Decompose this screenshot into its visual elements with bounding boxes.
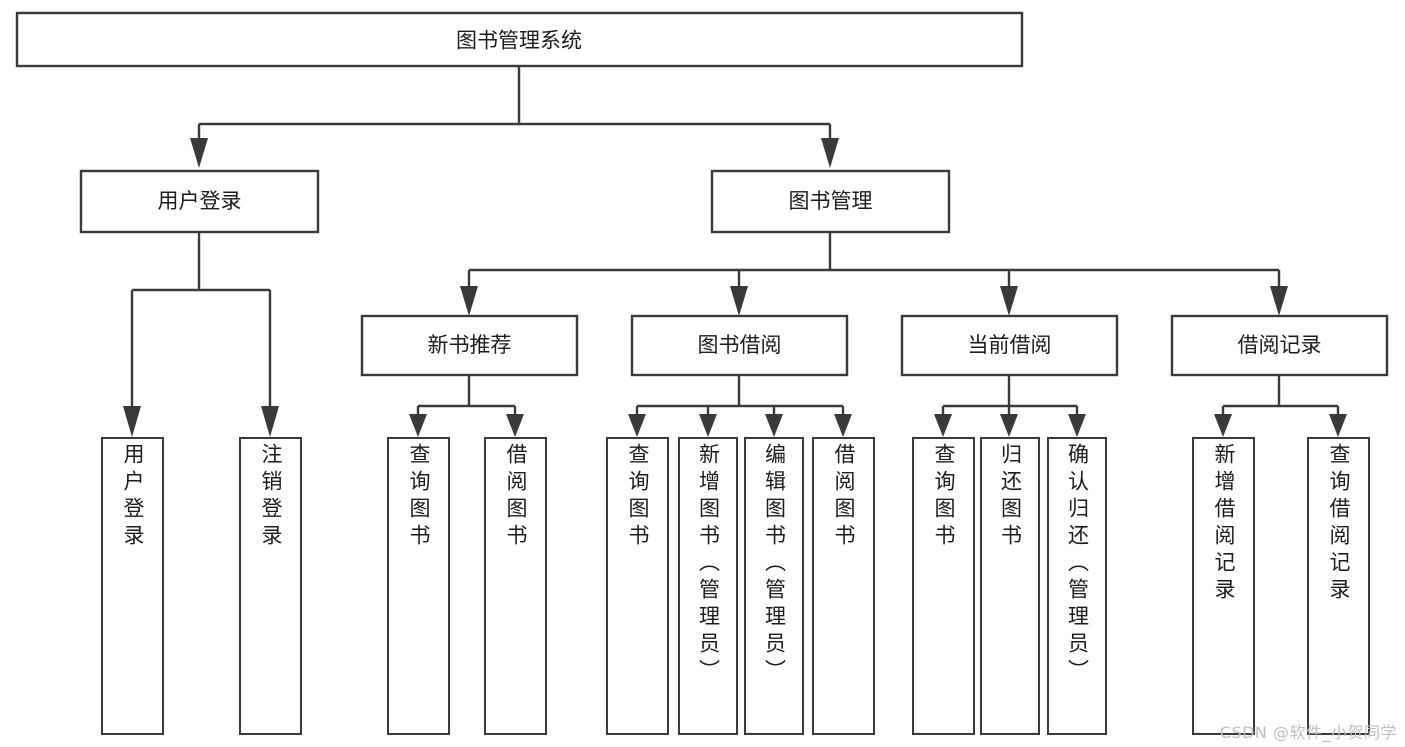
leaf-label: 查询图书 <box>932 443 956 551</box>
connector-borrow-to-leaves <box>628 375 852 437</box>
arrow-icon <box>1329 414 1347 437</box>
node-box <box>79 169 320 234</box>
node-label: 图书管理 <box>789 189 873 213</box>
node-box <box>710 169 951 234</box>
node-current-borrow[interactable]: 当前借阅 <box>900 314 1119 377</box>
arrow-icon <box>834 414 852 437</box>
arrow-icon <box>190 138 208 168</box>
leaf-label: 查询图书 <box>407 443 431 551</box>
leaf-node-borrow-book[interactable]: 借阅图书 <box>812 437 875 735</box>
leaf-label: 归还图书 <box>998 443 1023 551</box>
node-box <box>900 314 1119 377</box>
leaf-label: 用户登录 <box>121 443 145 551</box>
leaf-node-edit-book-admin[interactable]: 编辑图书（管理员） <box>744 437 804 735</box>
node-root-label: 图书管理系统 <box>456 29 582 53</box>
connector-newbook-to-leaves <box>409 375 524 437</box>
node-root[interactable]: 图书管理系统 <box>15 11 1024 68</box>
leaf-node-borrow-book-recommend[interactable]: 借阅图书 <box>484 437 547 735</box>
leaf-label: 借阅图书 <box>832 443 856 551</box>
node-root-box <box>15 11 1024 68</box>
leaf-label: 借阅图书 <box>504 443 528 551</box>
leaf-node-query-book-borrow[interactable]: 查询图书 <box>606 437 669 735</box>
arrow-icon <box>628 414 646 437</box>
leaf-node-user-login[interactable]: 用户登录 <box>101 437 164 735</box>
arrow-icon <box>1270 286 1288 316</box>
arrow-icon <box>123 406 141 437</box>
node-new-book-recommend[interactable]: 新书推荐 <box>360 314 579 377</box>
node-box <box>360 314 579 377</box>
leaf-label: 注销登录 <box>259 443 283 551</box>
arrow-icon <box>1068 414 1086 437</box>
arrow-icon <box>506 414 524 437</box>
leaf-node-user-logout[interactable]: 注销登录 <box>239 437 302 735</box>
arrow-icon <box>460 286 478 316</box>
leaf-label: 新增图书（管理员） <box>696 443 721 686</box>
node-box <box>1170 314 1389 377</box>
arrow-icon <box>1000 286 1018 316</box>
leaf-label: 查询借阅记录 <box>1327 443 1351 605</box>
leaf-node-query-book-recommend[interactable]: 查询图书 <box>387 437 450 735</box>
connector-bookmgmt-to-level3 <box>460 232 1288 316</box>
connector-root-to-level2 <box>190 66 839 168</box>
node-label: 用户登录 <box>158 189 242 213</box>
node-borrow-record[interactable]: 借阅记录 <box>1170 314 1389 377</box>
leaf-label: 新增借阅记录 <box>1212 443 1236 605</box>
leaf-node-add-book-admin[interactable]: 新增图书（管理员） <box>678 437 738 735</box>
leaf-node-return-book[interactable]: 归还图书 <box>980 437 1040 735</box>
node-book-management[interactable]: 图书管理 <box>710 169 951 234</box>
arrow-icon <box>730 286 748 316</box>
connector-current-to-leaves <box>934 375 1086 437</box>
leaf-node-confirm-return-admin[interactable]: 确认归还（管理员） <box>1047 437 1107 735</box>
arrow-icon <box>934 414 952 437</box>
arrow-icon <box>765 414 783 437</box>
leaf-label: 编辑图书（管理员） <box>762 443 787 686</box>
leaf-node-add-borrow-record[interactable]: 新增借阅记录 <box>1192 437 1255 735</box>
node-label: 新书推荐 <box>428 333 512 357</box>
node-book-borrow[interactable]: 图书借阅 <box>630 314 849 377</box>
leaf-label: 确认归还（管理员） <box>1065 443 1090 686</box>
arrow-icon <box>1000 414 1018 437</box>
leaf-label: 查询图书 <box>626 443 650 551</box>
connector-record-to-leaves <box>1214 375 1347 437</box>
leaf-node-query-borrow-record[interactable]: 查询借阅记录 <box>1307 437 1370 735</box>
node-label: 当前借阅 <box>968 333 1052 357</box>
node-label: 图书借阅 <box>698 333 782 357</box>
node-user-login[interactable]: 用户登录 <box>79 169 320 234</box>
arrow-icon <box>1214 414 1232 437</box>
node-box <box>630 314 849 377</box>
arrow-icon <box>409 414 427 437</box>
arrow-icon <box>261 406 279 437</box>
arrow-icon <box>821 138 839 168</box>
node-label: 借阅记录 <box>1238 333 1322 357</box>
leaf-node-query-book-current[interactable]: 查询图书 <box>912 437 975 735</box>
arrow-icon <box>699 414 717 437</box>
connector-userlogin-to-leaves <box>123 232 279 437</box>
